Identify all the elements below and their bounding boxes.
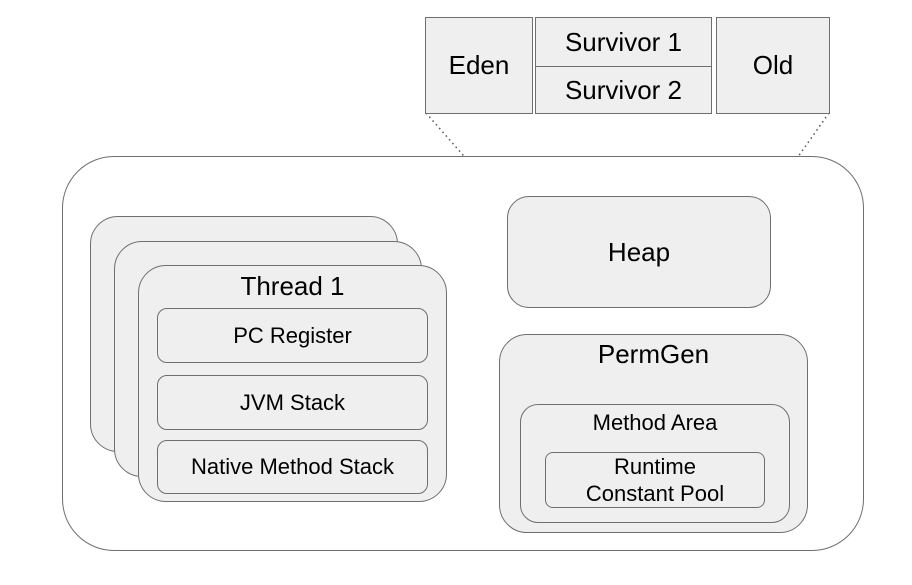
pc-register-label: PC Register	[233, 322, 352, 348]
heap-label: Heap	[607, 236, 671, 267]
survivor-1-label: Survivor 1	[564, 26, 683, 57]
survivor-2-box: Survivor 2	[535, 66, 712, 114]
survivor-2-label: Survivor 2	[564, 74, 683, 105]
native-method-stack-label: Native Method Stack	[191, 454, 394, 479]
thread-title: Thread 1	[240, 271, 345, 301]
old-label: Old	[752, 50, 794, 80]
native-method-stack-box: Native Method Stack	[157, 440, 428, 494]
survivor-1-box: Survivor 1	[535, 17, 712, 67]
heap-box: Heap	[507, 196, 771, 308]
runtime-constant-pool-box: Runtime Constant Pool	[545, 452, 765, 508]
runtime-constant-pool-line1: Runtime	[614, 454, 696, 479]
jvm-stack-box: JVM Stack	[157, 375, 428, 430]
eden-label: Eden	[448, 50, 510, 80]
pc-register-box: PC Register	[157, 308, 428, 363]
eden-box: Eden	[425, 17, 533, 114]
runtime-constant-pool-line2: Constant Pool	[585, 481, 725, 506]
permgen-title: PermGen	[597, 339, 710, 369]
method-area-title: Method Area	[592, 410, 718, 435]
old-box: Old	[716, 17, 830, 114]
jvm-stack-label: JVM Stack	[239, 389, 346, 415]
